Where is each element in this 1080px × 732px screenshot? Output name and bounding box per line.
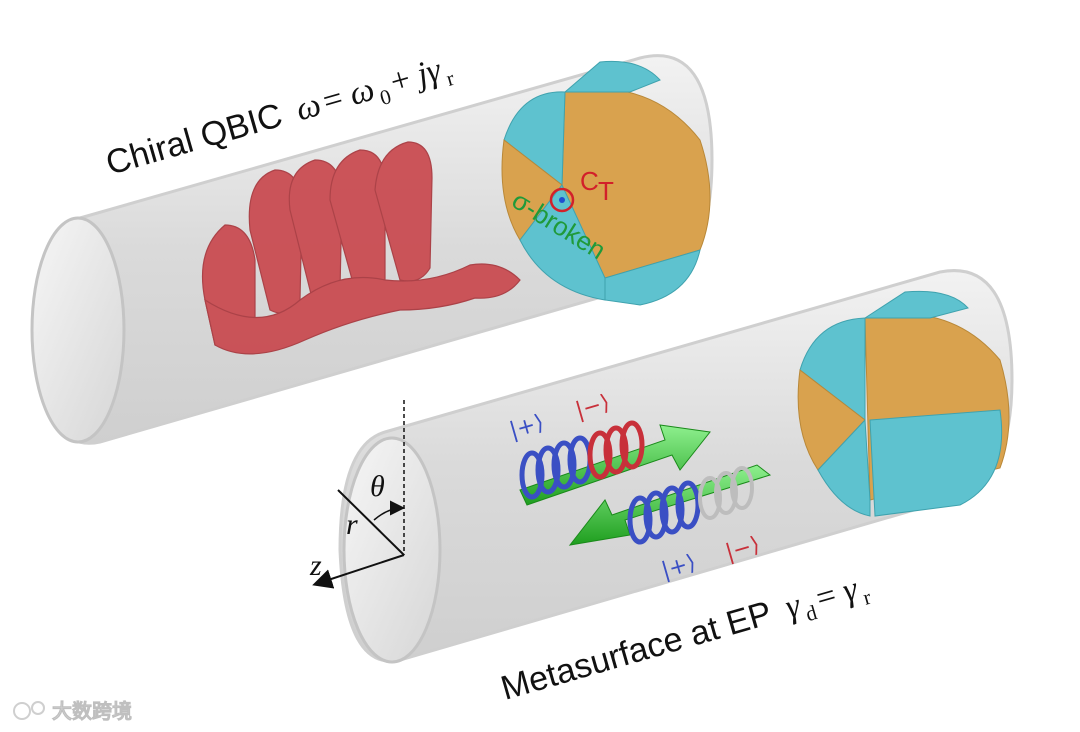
ct-circle-icon [549, 187, 575, 213]
bottom-tube-open-end [342, 436, 442, 664]
top-chiral-helix [201, 141, 521, 355]
arrow-left [568, 464, 772, 546]
top-cylinder: C T σ-broken [30, 54, 714, 445]
top-tube-open-end [30, 216, 126, 444]
bottom-cylinder: |+⟩ |−⟩ |+⟩ |−⟩ [338, 269, 1014, 664]
theta-arc-icon [373, 500, 405, 521]
watermark-text: 大数跨境 [52, 699, 132, 723]
ct-label: C [580, 166, 599, 196]
axis-r-line [337, 489, 405, 556]
top-metasurface-disk [501, 60, 711, 306]
axis-r-label: r [346, 508, 358, 541]
axis-theta-label: θ [370, 470, 385, 503]
axis-z-arrow [312, 554, 405, 589]
coil-blue-bottom [627, 480, 701, 545]
coordinate-axes: θ r z [309, 400, 405, 589]
ct-symbol: C T [549, 166, 614, 213]
coil-gray-bottom [698, 466, 754, 520]
axis-z-label: z [309, 549, 322, 582]
ct-dot-icon [559, 197, 565, 203]
watermark-logo-icon [13, 702, 31, 720]
watermark: 大数跨境 [13, 699, 132, 723]
ct-sub: T [598, 176, 614, 206]
coil-red-top [587, 420, 645, 480]
bottom-metasurface-disk [797, 290, 1010, 517]
